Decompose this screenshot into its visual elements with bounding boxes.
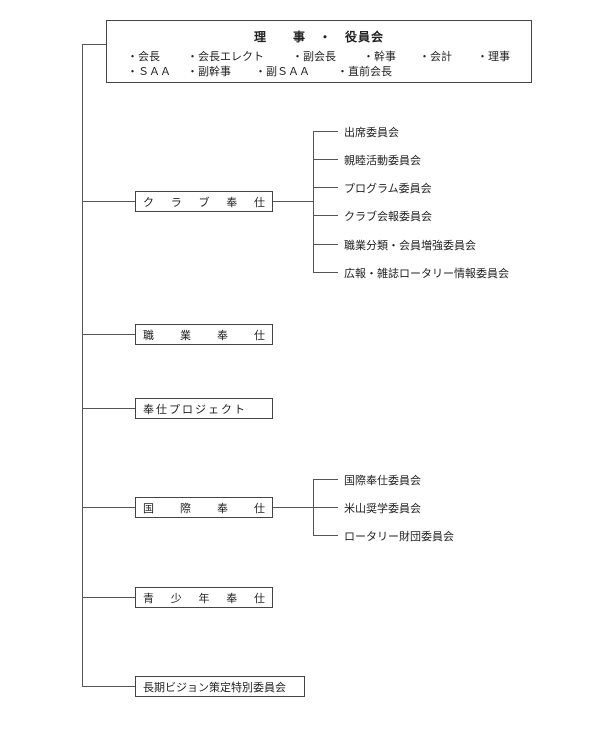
sub-branch — [313, 131, 338, 132]
role-item: ・会計 — [419, 50, 452, 63]
branch-line — [82, 201, 135, 202]
committee-label: 職業分類・会員増強委員会 — [344, 239, 476, 252]
service-label: 奉仕プロジェクト — [143, 402, 247, 416]
board-box: 理 事 ・ 役員会 ・会長 ・会長エレクト ・副会長 ・幹事 ・会計 ・理事 ・… — [106, 20, 532, 83]
branch-line — [82, 507, 135, 508]
branch-line — [82, 334, 135, 335]
sub-connector — [273, 201, 313, 202]
service-label: 青少年奉仕 — [143, 591, 265, 605]
sub-branch — [313, 244, 338, 245]
service-box-vision: 長期ビジョン策定特別委員会 — [135, 676, 305, 697]
role-item: ・会長エレクト — [187, 50, 264, 63]
trunk-stub — [82, 44, 106, 45]
sub-branch — [313, 507, 338, 508]
sub-branch — [313, 479, 338, 480]
branch-line — [82, 408, 135, 409]
role-item: ・ＳＡＡ — [127, 65, 171, 78]
committee-label: 親睦活動委員会 — [344, 154, 421, 167]
sub-connector — [273, 507, 313, 508]
service-label: 長期ビジョン策定特別委員会 — [143, 680, 286, 694]
sub-trunk — [313, 131, 314, 272]
role-item: ・副幹事 — [187, 65, 231, 78]
sub-branch — [313, 272, 338, 273]
service-label: 職業奉仕 — [143, 328, 265, 342]
branch-line — [82, 686, 135, 687]
committee-label: プログラム委員会 — [344, 182, 432, 195]
role-item: ・副会長 — [292, 50, 336, 63]
trunk-line — [82, 44, 83, 687]
committee-label: 米山奨学委員会 — [344, 502, 421, 515]
sub-branch — [313, 215, 338, 216]
committee-label: ロータリー財団委員会 — [344, 530, 454, 543]
service-box-project: 奉仕プロジェクト — [135, 398, 273, 419]
service-box-vocational: 職業奉仕 — [135, 324, 273, 345]
board-title: 理 事 ・ 役員会 — [253, 30, 384, 44]
service-label: クラブ奉仕 — [143, 195, 265, 209]
sub-branch — [313, 187, 338, 188]
committee-label: 国際奉仕委員会 — [344, 474, 421, 487]
sub-branch — [313, 159, 338, 160]
role-item: ・副ＳＡＡ — [255, 65, 310, 78]
branch-line — [82, 597, 135, 598]
committee-label: クラブ会報委員会 — [344, 210, 432, 223]
role-item: ・直前会長 — [337, 65, 392, 78]
role-item: ・理事 — [477, 50, 510, 63]
service-box-youth: 青少年奉仕 — [135, 587, 273, 608]
service-label: 国際奉仕 — [143, 501, 265, 515]
role-item: ・幹事 — [363, 50, 396, 63]
committee-label: 広報・雑誌ロータリー情報委員会 — [344, 267, 509, 280]
role-item: ・会長 — [127, 50, 160, 63]
sub-branch — [313, 535, 338, 536]
committee-label: 出席委員会 — [344, 126, 399, 139]
service-box-club: クラブ奉仕 — [135, 191, 273, 212]
service-box-international: 国際奉仕 — [135, 497, 273, 518]
